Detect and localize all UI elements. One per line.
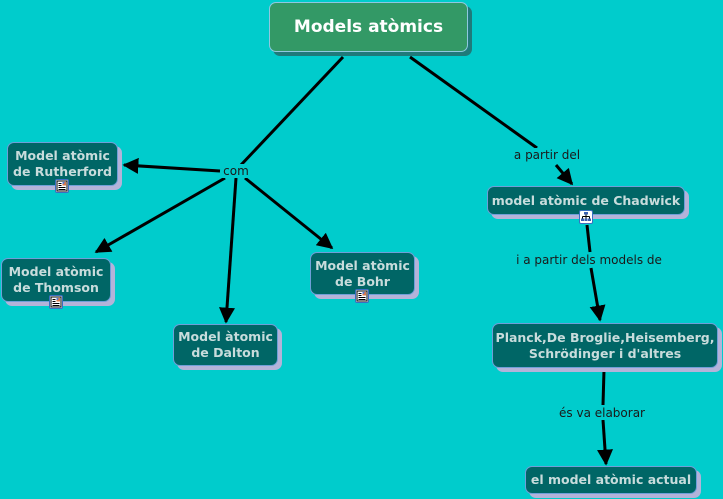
link-com-to-bohr <box>244 176 334 250</box>
link-com-to-thomson <box>94 176 226 254</box>
link-label-to-planck <box>589 267 606 322</box>
link-planck-to-label <box>601 369 606 406</box>
concept-model-atomic-actual[interactable]: el model atòmic actual <box>525 466 697 494</box>
document-icon[interactable] <box>55 179 69 193</box>
link-com-to-rutherford <box>122 157 221 174</box>
concept-model-bohr[interactable]: Model atòmic de Bohr <box>310 252 415 295</box>
document-icon[interactable] <box>355 289 369 303</box>
link-root-to-com <box>238 55 345 168</box>
link-phrase-a-partir-del[interactable]: a partir del <box>512 148 582 162</box>
concept-model-dalton[interactable]: Model àtomic de Dalton <box>173 324 278 366</box>
link-com-to-dalton <box>219 177 238 324</box>
concept-model-rutherford[interactable]: Model atòmic de Rutherford <box>7 142 118 186</box>
concept-map-icon[interactable] <box>579 210 593 224</box>
link-apartir-to-chadwick <box>554 164 574 186</box>
link-chadwick-to-label <box>585 224 592 253</box>
root-concept-models-atomics[interactable]: Models atòmics <box>269 2 468 52</box>
link-phrase-i-a-partir-dels-models-de[interactable]: i a partir dels models de <box>515 253 663 267</box>
link-root-to-apartir <box>409 55 538 150</box>
document-icon[interactable] <box>49 295 63 309</box>
concept-planck-de-broglie-heisemberg-schrodinger[interactable]: Planck,De Broglie,Heisemberg, Schrödinge… <box>492 323 718 368</box>
link-label-to-actual <box>597 419 614 466</box>
link-phrase-com[interactable]: com <box>222 164 250 178</box>
concept-model-thomson[interactable]: Model atòmic de Thomson <box>1 258 111 302</box>
link-phrase-es-va-elaborar[interactable]: és va elaborar <box>558 406 646 420</box>
